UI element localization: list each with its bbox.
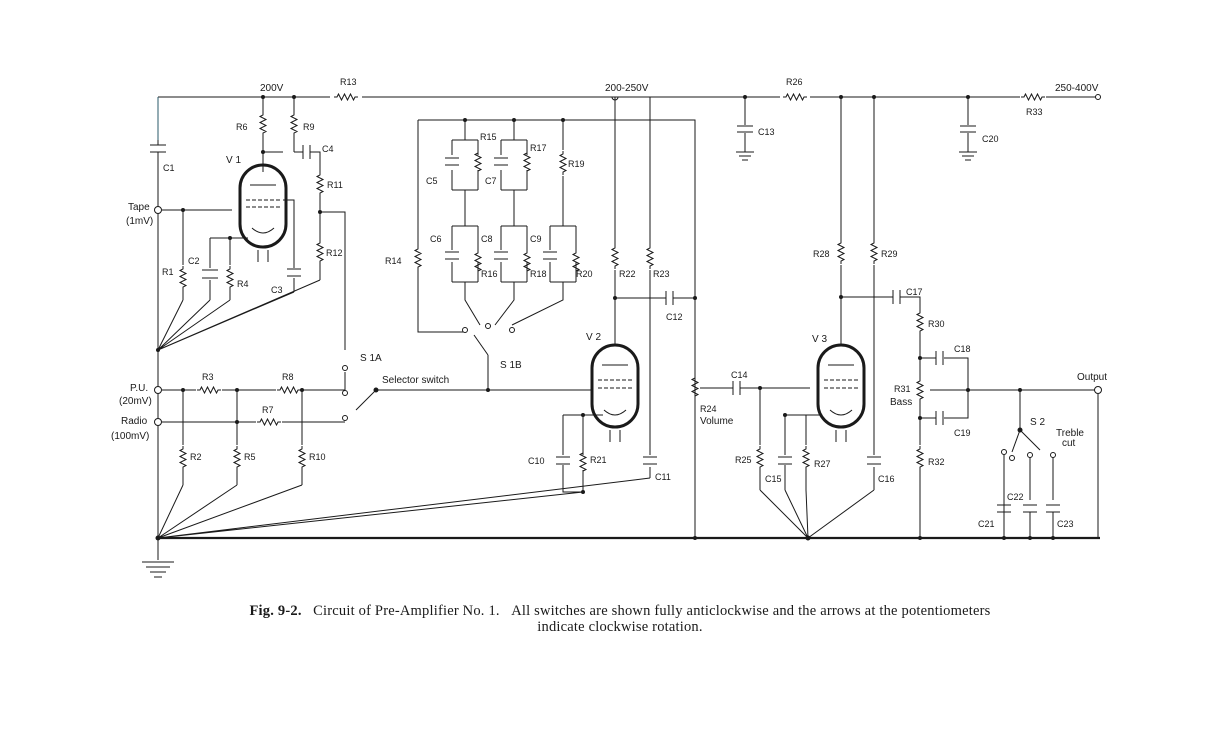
label-c17: C17 — [906, 287, 923, 297]
label-tape-level: (1mV) — [126, 216, 153, 227]
label-treble-cut: cut — [1062, 438, 1076, 449]
valve-v3 — [816, 343, 866, 442]
label-c2: C2 — [188, 256, 200, 266]
label-200v: 200V — [260, 83, 284, 94]
label-r29: R29 — [881, 249, 898, 259]
label-r4: R4 — [237, 279, 249, 289]
label-c14: C14 — [731, 370, 748, 380]
label-selector-switch: Selector switch — [382, 375, 449, 386]
caption-line-1: Fig. 9-2. Circuit of Pre-Amplifier No. 1… — [150, 603, 1090, 619]
label-tape: Tape — [128, 202, 150, 213]
label-c23: C23 — [1057, 519, 1074, 529]
labels: 200V 200-250V 250-400V Tape (1mV) P.U. (… — [111, 77, 1107, 529]
label-c10: C10 — [528, 456, 545, 466]
label-r15: R15 — [480, 132, 497, 142]
label-r28: R28 — [813, 249, 830, 259]
label-r2: R2 — [190, 452, 202, 462]
label-c13: C13 — [758, 127, 775, 137]
caption-text-1: All switches are shown fully anticlockwi… — [511, 603, 991, 619]
label-v3: V 3 — [812, 334, 827, 345]
label-pu-level: (20mV) — [119, 396, 152, 407]
label-volume: Volume — [700, 416, 734, 427]
label-c12: C12 — [666, 312, 683, 322]
terminals — [154, 94, 1102, 461]
label-r1: R1 — [162, 267, 174, 277]
label-treble: Treble — [1056, 428, 1084, 439]
caption-title: Circuit of Pre-Amplifier No. 1. — [313, 603, 500, 619]
label-c6: C6 — [430, 234, 442, 244]
label-radio: Radio — [121, 416, 148, 427]
label-r17: R17 — [530, 143, 547, 153]
label-c15: C15 — [765, 474, 782, 484]
label-r33: R33 — [1026, 107, 1043, 117]
label-200-250v: 200-250V — [605, 83, 649, 94]
wiring — [142, 96, 1100, 578]
label-r9: R9 — [303, 122, 315, 132]
figure-caption: Fig. 9-2. Circuit of Pre-Amplifier No. 1… — [150, 603, 1090, 635]
label-s1b: S 1B — [500, 360, 522, 371]
label-pu: P.U. — [130, 383, 148, 394]
label-r30: R30 — [928, 319, 945, 329]
label-r5: R5 — [244, 452, 256, 462]
label-c19: C19 — [954, 428, 971, 438]
label-r20: R20 — [576, 269, 593, 279]
label-r32: R32 — [928, 457, 945, 467]
label-c21: C21 — [978, 519, 995, 529]
label-c1: C1 — [163, 163, 175, 173]
label-c7: C7 — [485, 176, 497, 186]
caption-text-2: indicate clockwise rotation. — [537, 619, 703, 635]
capacitors — [202, 125, 1060, 513]
label-r16: R16 — [481, 269, 498, 279]
label-c4: C4 — [322, 144, 334, 154]
label-c18: C18 — [954, 344, 971, 354]
label-r6: R6 — [236, 122, 248, 132]
label-r8: R8 — [282, 372, 294, 382]
label-radio-level: (100mV) — [111, 431, 149, 442]
label-r19: R19 — [568, 159, 585, 169]
label-v2: V 2 — [586, 332, 601, 343]
label-c9: C9 — [530, 234, 542, 244]
label-c16: C16 — [878, 474, 895, 484]
label-c8: C8 — [481, 234, 493, 244]
label-r24: R24 — [700, 404, 717, 414]
label-c20: C20 — [982, 134, 999, 144]
label-r21: R21 — [590, 455, 607, 465]
label-r18: R18 — [530, 269, 547, 279]
label-r3: R3 — [202, 372, 214, 382]
label-r12: R12 — [326, 248, 343, 258]
valve-v1 — [238, 163, 288, 262]
label-r11: R11 — [327, 180, 343, 190]
label-c3: C3 — [271, 285, 283, 295]
junction-dots — [155, 95, 1055, 541]
label-r13: R13 — [340, 77, 357, 87]
label-c22: C22 — [1007, 492, 1024, 502]
label-s1a: S 1A — [360, 353, 382, 364]
label-250-400v: 250-400V — [1055, 83, 1099, 94]
label-r14: R14 — [385, 256, 402, 266]
valve-v2 — [590, 343, 640, 442]
label-c5: C5 — [426, 176, 438, 186]
label-c11: C11 — [655, 472, 671, 482]
label-s2: S 2 — [1030, 417, 1045, 428]
label-bass: Bass — [890, 397, 912, 408]
label-r27: R27 — [814, 459, 831, 469]
label-r25: R25 — [735, 455, 752, 465]
label-output: Output — [1077, 372, 1107, 383]
label-v1: V 1 — [226, 155, 241, 166]
label-r10: R10 — [309, 452, 326, 462]
label-r23: R23 — [653, 269, 670, 279]
label-r22: R22 — [619, 269, 636, 279]
label-r7: R7 — [262, 405, 274, 415]
label-r31: R31 — [894, 384, 911, 394]
label-r26: R26 — [786, 77, 803, 87]
caption-fig-number: Fig. 9-2. — [249, 603, 302, 619]
